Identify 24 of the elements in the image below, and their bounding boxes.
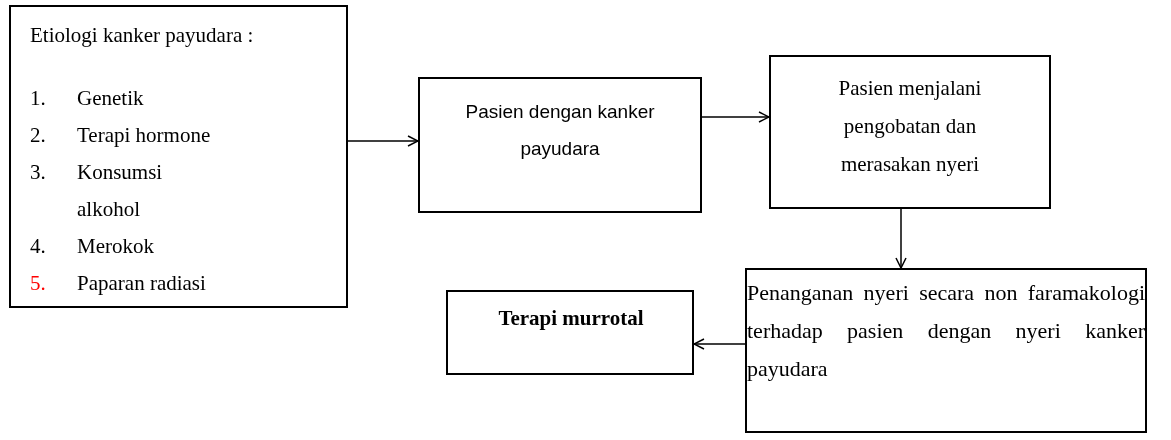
box-text: Penanganan nyeri secara non faramakologi terhadap pasien dengan nyeri kanker payudara xyxy=(747,279,1145,383)
list-item: Konsumsi alkohol xyxy=(77,159,164,223)
process-box xyxy=(745,268,1147,433)
list-number: 4. xyxy=(30,233,46,260)
process-box xyxy=(446,290,694,375)
list-item: Terapi hormone xyxy=(77,122,212,149)
list-heading: Etiologi kanker payudara : xyxy=(30,22,254,49)
arrow xyxy=(895,208,907,269)
process-box xyxy=(769,55,1051,209)
arrow xyxy=(347,135,419,147)
process-box xyxy=(418,77,702,213)
list-number: 5. xyxy=(30,270,46,297)
arrow xyxy=(701,111,770,123)
list-number: 2. xyxy=(30,122,46,149)
box-text: Pasien menjalani pengobatan dan merasakan nyeri xyxy=(837,75,983,178)
box-text: Terapi murrotal xyxy=(497,305,645,332)
list-item: Merokok xyxy=(77,233,155,260)
list-number: 3. xyxy=(30,159,46,186)
list-box xyxy=(9,5,348,308)
list-item: Genetik xyxy=(77,85,145,112)
list-item: Paparan radiasi xyxy=(77,270,207,297)
arrow xyxy=(693,338,746,350)
box-text: Pasien dengan kanker payudara xyxy=(464,100,656,161)
list-number: 1. xyxy=(30,85,46,112)
